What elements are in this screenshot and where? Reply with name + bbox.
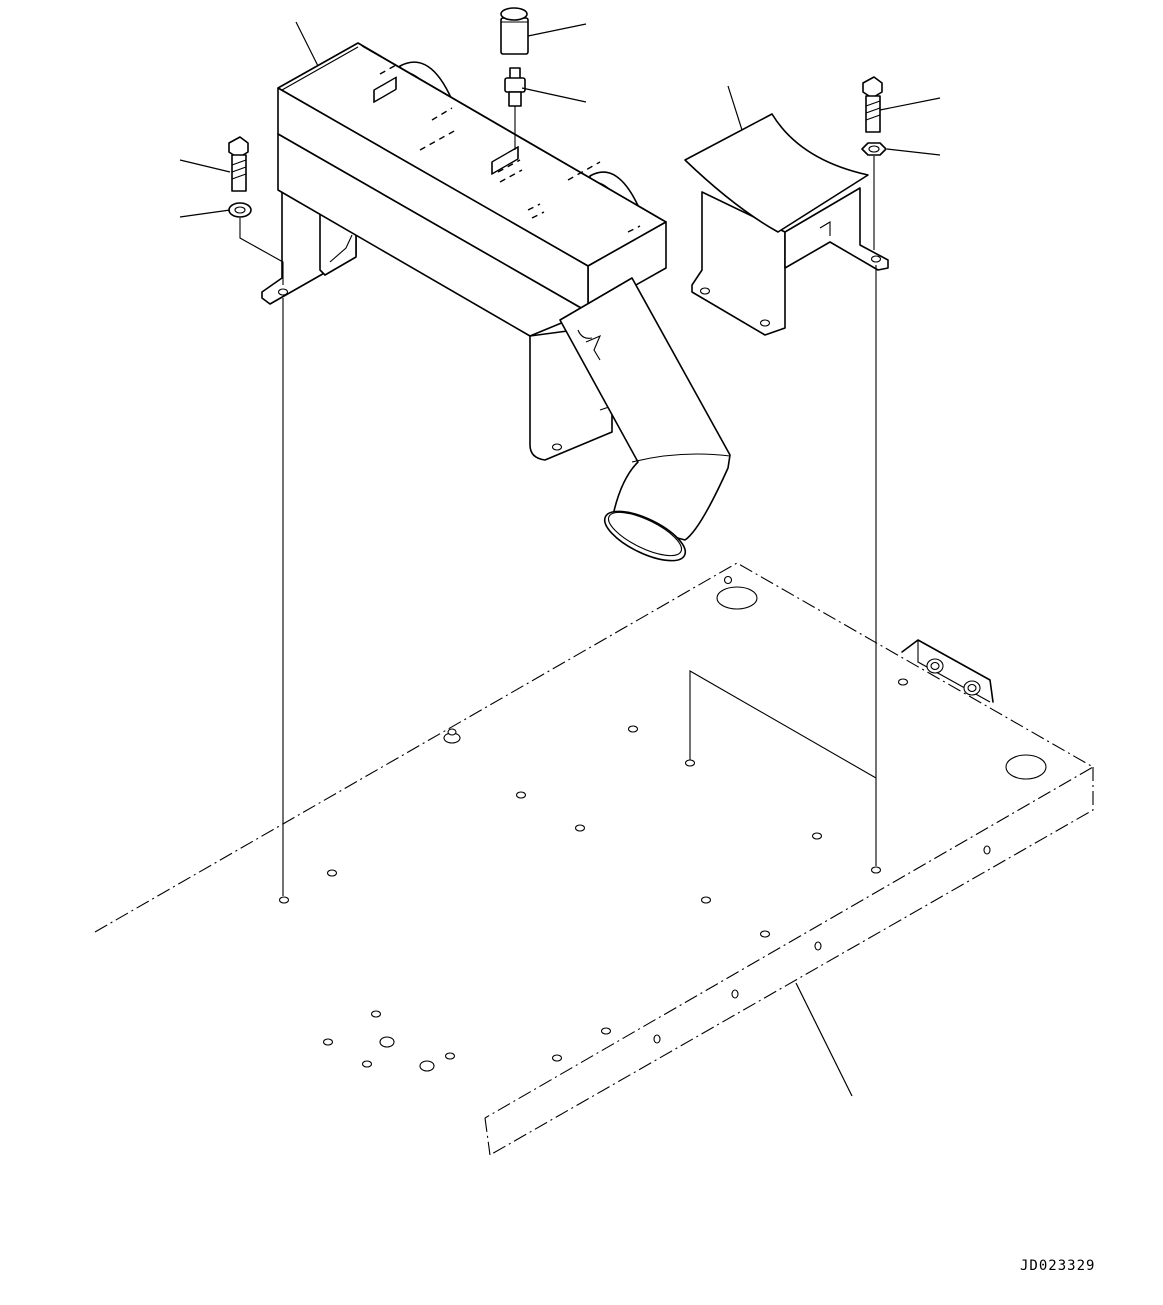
drawing-number: JD023329 <box>1020 1258 1096 1274</box>
washer <box>228 202 252 218</box>
muffler-body <box>261 42 667 337</box>
rain-cap <box>500 7 529 55</box>
drain-fitting <box>504 67 526 150</box>
bracket-nut <box>926 658 981 696</box>
bolt <box>228 136 249 192</box>
base-frame <box>94 562 1095 1156</box>
heat-shield <box>684 113 889 336</box>
washer <box>861 142 887 156</box>
tail-pipe <box>529 277 731 562</box>
assembly-lines <box>179 21 941 1097</box>
bolt <box>862 76 883 133</box>
